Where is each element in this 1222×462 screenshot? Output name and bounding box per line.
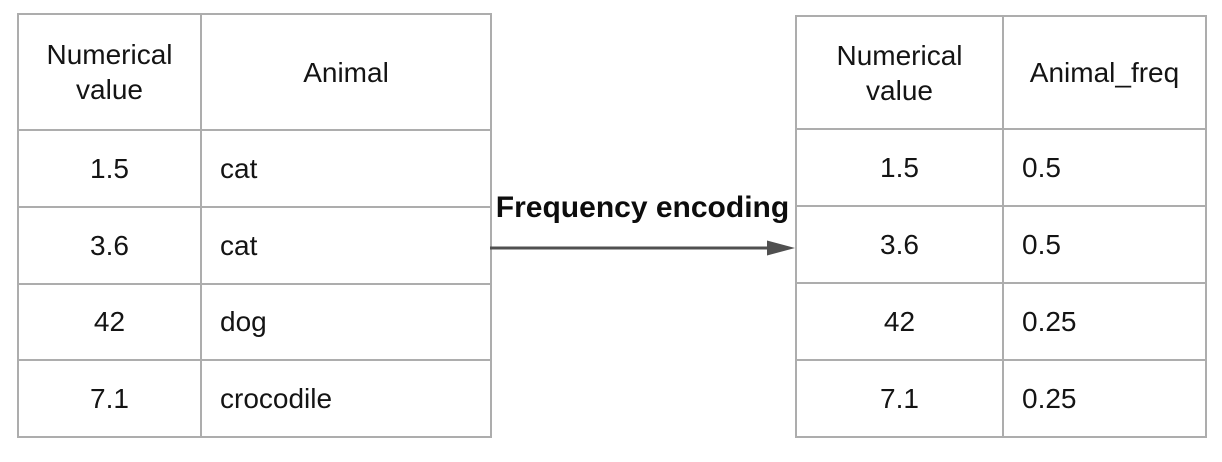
frequency-encoding-connector: Frequency encoding [490,191,795,261]
encoded-table: Numerical value Animal_freq 1.5 0.5 3.6 … [795,15,1207,438]
table-cell-freq: 0.5 [1004,207,1205,282]
table-cell-numerical: 42 [797,284,1002,359]
encoded-table-header-numerical-value: Numerical value [797,17,1002,128]
transform-label: Frequency encoding [495,191,790,224]
table-cell-numerical: 7.1 [19,361,200,436]
table-cell-numerical: 1.5 [19,131,200,206]
header-label: Numerical value [46,39,173,105]
header-label: Animal_freq [1029,57,1180,88]
header-label: Animal [303,56,389,88]
table-cell-freq: 0.25 [1004,284,1205,359]
table-cell-numerical: 42 [19,284,200,360]
original-table-header-numerical-value: Numerical value [19,15,200,129]
header-label: Numerical value [836,39,963,106]
table-cell-animal: cat [202,207,490,283]
table-cell-freq: 0.25 [1004,361,1205,436]
table-cell-animal: crocodile [202,361,490,436]
table-cell-numerical: 1.5 [797,130,1002,205]
table-cell-freq: 0.5 [1004,130,1205,205]
encoded-table-header-animal-freq: Animal_freq [1004,17,1205,128]
original-table: Numerical value Animal 1.5 cat 3.6 cat 4… [17,13,492,438]
table-cell-numerical: 3.6 [19,207,200,283]
table-cell-animal: dog [202,284,490,360]
original-table-header-animal: Animal [202,15,490,129]
arrow-right-icon [490,240,795,256]
table-cell-numerical: 3.6 [797,207,1002,282]
table-cell-animal: cat [202,131,490,206]
table-cell-numerical: 7.1 [797,361,1002,436]
